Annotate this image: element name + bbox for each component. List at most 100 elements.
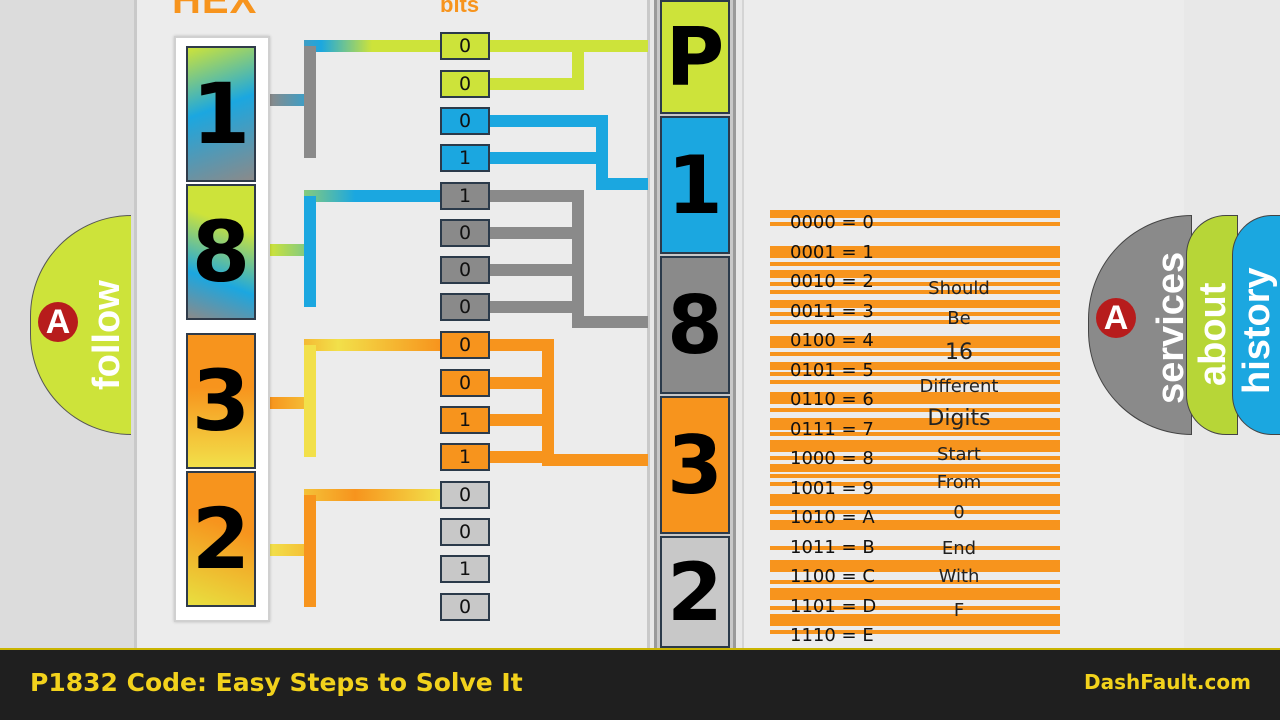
table-row: 0011 = 3 — [790, 300, 874, 322]
table-rule-line — [770, 246, 1060, 254]
pcode-digit-2: 8 — [660, 256, 730, 394]
table-rule-line — [770, 400, 1060, 404]
bit-box: 0 — [440, 331, 490, 359]
table-row: 0100 = 4 — [790, 330, 874, 351]
table-rule-line — [770, 392, 1060, 400]
table-note-word: From — [936, 472, 982, 493]
table-rule-line — [770, 362, 1060, 370]
pcode-digit-3: 3 — [660, 396, 730, 534]
history-tab-label: history — [1236, 267, 1278, 394]
a-logo-icon-right: A — [1096, 298, 1136, 338]
table-rule-line — [770, 622, 1060, 626]
table-row: 1000 = 8 — [790, 448, 874, 469]
bit-box: 1 — [440, 406, 490, 434]
table-rule-line — [770, 614, 1060, 622]
table-rule-line — [770, 630, 1060, 634]
pcode-digit-1: 1 — [660, 116, 730, 254]
table-rule-line — [770, 254, 1060, 258]
table-rule-line — [770, 580, 1060, 584]
hex-digit-4: 2 — [186, 471, 256, 607]
table-rule-line — [770, 474, 1060, 478]
about-tab-label: about — [1192, 282, 1234, 386]
table-row: 1101 = D — [790, 595, 877, 617]
pcode-letter: P — [660, 0, 730, 114]
bit-box: 0 — [440, 70, 490, 98]
follow-tab-label: follow — [86, 280, 128, 390]
table-rule-line — [770, 464, 1060, 472]
table-row: 0000 = 0 — [790, 212, 874, 233]
table-rule-line — [770, 526, 1060, 530]
footer-title: P1832 Code: Easy Steps to Solve It — [30, 668, 523, 697]
table-row: 1100 = C — [790, 566, 875, 587]
table-rule-line — [770, 510, 1060, 514]
table-row: 0110 = 6 — [790, 389, 874, 410]
bit-box: 1 — [440, 555, 490, 583]
table-row: 1110 = E — [790, 625, 874, 646]
bit-box: 1 — [440, 182, 490, 210]
bit-box: 0 — [440, 219, 490, 247]
bit-box: 0 — [440, 256, 490, 284]
hex-digit-2: 8 — [186, 184, 256, 320]
table-rule-line — [770, 440, 1060, 448]
bit-box: 0 — [440, 593, 490, 621]
table-note-word: With — [938, 566, 980, 587]
bit-box: 0 — [440, 293, 490, 321]
table-row: 1010 = A — [790, 507, 875, 528]
table-rule-line — [770, 312, 1060, 316]
table-note-word: Digits — [927, 406, 991, 431]
footer-brand-logo[interactable]: DashFault.com — [1084, 670, 1251, 694]
table-rule-line — [770, 262, 1060, 266]
bit-box: 0 — [440, 518, 490, 546]
table-rule-line — [770, 482, 1060, 486]
table-row: 0111 = 7 — [790, 418, 874, 440]
hex-title: HEX — [172, 0, 258, 22]
bits-title: bits — [440, 0, 480, 17]
table-rule-line — [770, 426, 1060, 430]
table-rule-line — [770, 214, 1060, 218]
table-note-word: Should — [928, 278, 990, 299]
about-tab[interactable] — [1186, 215, 1238, 435]
bit-box: 1 — [440, 144, 490, 172]
table-rule-line — [770, 352, 1060, 356]
table-rule-line — [770, 344, 1060, 348]
table-note-word: Be — [947, 308, 971, 329]
footer-bar — [0, 648, 1280, 720]
bit-box: 0 — [440, 481, 490, 509]
bit-box: 0 — [440, 107, 490, 135]
table-rule-line — [770, 568, 1060, 572]
table-rule-line — [770, 606, 1060, 610]
a-logo-icon: A — [38, 302, 78, 342]
table-row: 0001 = 1 — [790, 241, 874, 263]
table-rule-line — [770, 222, 1060, 226]
table-rule-line — [770, 290, 1060, 294]
table-note-word: End — [941, 538, 977, 559]
table-note-word: 0 — [953, 502, 965, 523]
hex-digit-1: 1 — [186, 46, 256, 182]
table-rule-line — [770, 520, 1060, 528]
table-row: 0010 = 2 — [790, 271, 874, 292]
table-rule-line — [770, 270, 1060, 278]
table-rule-line — [770, 380, 1060, 384]
table-rule-line — [770, 588, 1060, 596]
bit-connector-lines — [270, 40, 648, 613]
table-row: 1001 = 9 — [790, 477, 874, 499]
table-rule-line — [770, 502, 1060, 506]
table-rule-line — [770, 432, 1060, 436]
table-rule-line — [770, 456, 1060, 460]
bit-box: 1 — [440, 443, 490, 471]
table-note-word: F — [953, 600, 965, 621]
pcode-digit-4: 2 — [660, 536, 730, 648]
table-rule-line — [770, 494, 1060, 502]
table-note-word: Start — [937, 444, 981, 465]
table-row: 0101 = 5 — [790, 359, 874, 381]
table-rule-line — [770, 320, 1060, 324]
table-rule-line — [770, 336, 1060, 344]
table-rule-line — [770, 300, 1060, 308]
bit-box: 0 — [440, 32, 490, 60]
table-row: 1011 = B — [790, 536, 875, 558]
table-rule-line — [770, 372, 1060, 376]
table-note-word: 16 — [945, 340, 973, 365]
table-rule-line — [770, 418, 1060, 426]
table-rule-line — [770, 408, 1060, 412]
